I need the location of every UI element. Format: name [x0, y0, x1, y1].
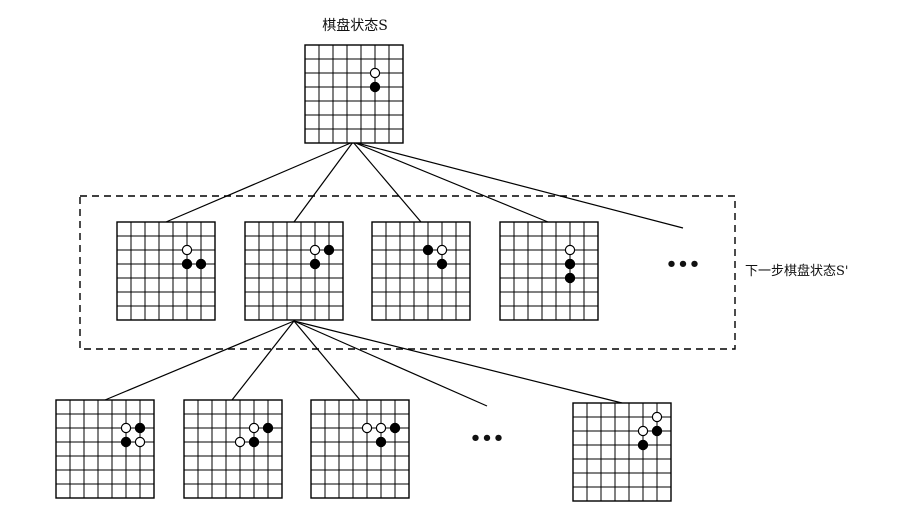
edge-root-child-2 [293, 141, 354, 223]
white-stone [564, 244, 576, 256]
board-child-3 [371, 221, 471, 321]
board-frame [304, 44, 404, 144]
black-stone [436, 258, 448, 270]
white-stone [375, 422, 387, 434]
board-root [304, 44, 404, 144]
black-stone [195, 258, 207, 270]
white-stone [134, 436, 146, 448]
board-frame [244, 221, 344, 321]
black-stone [309, 258, 321, 270]
edge-root-ellipsis [352, 141, 684, 229]
board-grandchild-3 [310, 399, 410, 499]
board-frame [310, 399, 410, 499]
root-state-label: 棋盘状态S [322, 17, 388, 34]
black-stone [564, 258, 576, 270]
edge-child-grandchild-2 [231, 320, 295, 401]
edge-child-grandchild-4 [293, 320, 623, 404]
black-stone [120, 436, 132, 448]
black-stone [262, 422, 274, 434]
black-stone [181, 258, 193, 270]
white-stone [181, 244, 193, 256]
board-frame [183, 399, 283, 499]
board-grandchild-2 [183, 399, 283, 499]
next-state-label: 下一步棋盘状态S' [745, 263, 848, 279]
black-stone [651, 425, 663, 437]
black-stone [637, 439, 649, 451]
white-stone [369, 67, 381, 79]
edge-root-child-4 [352, 141, 549, 223]
white-stone [248, 422, 260, 434]
white-stone [234, 436, 246, 448]
root-edges [165, 141, 684, 229]
black-stone [422, 244, 434, 256]
black-stone [375, 436, 387, 448]
board-grandchild-4 [572, 402, 672, 502]
black-stone [369, 81, 381, 93]
board-frame [116, 221, 216, 321]
white-stone [361, 422, 373, 434]
white-stone [651, 411, 663, 423]
edge-root-child-1 [165, 141, 354, 223]
ellipsis-row-2: ••• [666, 254, 701, 275]
board-frame [55, 399, 155, 499]
board-frame [499, 221, 599, 321]
board-child-2 [244, 221, 344, 321]
edge-child-grandchild-3 [293, 320, 361, 401]
black-stone [389, 422, 401, 434]
ellipsis-row-3: ••• [470, 428, 505, 449]
child-edges [104, 320, 623, 407]
black-stone [323, 244, 335, 256]
white-stone [637, 425, 649, 437]
white-stone [309, 244, 321, 256]
edge-root-child-3 [352, 141, 422, 223]
white-stone [120, 422, 132, 434]
edge-child-ellipsis [293, 320, 488, 407]
black-stone [564, 272, 576, 284]
black-stone [134, 422, 146, 434]
edge-child-grandchild-1 [104, 320, 295, 401]
board-frame [371, 221, 471, 321]
board-child-4 [499, 221, 599, 321]
black-stone [248, 436, 260, 448]
next-state-group-box [79, 195, 736, 350]
board-child-1 [116, 221, 216, 321]
board-grandchild-1 [55, 399, 155, 499]
white-stone [436, 244, 448, 256]
